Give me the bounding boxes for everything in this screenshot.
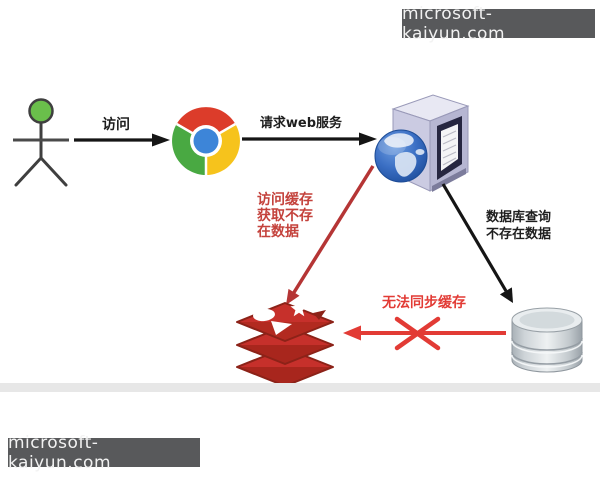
cache-note-label: 访问缓存 获取不存 在数据	[257, 192, 313, 240]
access-cache-arrow	[286, 165, 375, 305]
db-query-line2: 不存在数据	[486, 227, 552, 242]
request-web-arrow	[242, 132, 377, 146]
visit-arrow	[74, 133, 170, 147]
chrome-icon	[172, 107, 240, 175]
visit-label: 访问	[102, 117, 130, 133]
db-query-arrow	[441, 183, 513, 303]
image-bottom-band	[0, 383, 600, 392]
redis-icon	[236, 300, 334, 387]
stick-figure-icon	[13, 98, 69, 187]
redis-ellipse	[253, 308, 275, 322]
cache-note-line1: 访问缓存	[257, 192, 313, 208]
cache-note-line2: 获取不存	[257, 208, 313, 224]
db-query-label: 数据库查询 不存在数据	[486, 209, 551, 243]
redis-notch	[313, 310, 326, 320]
database-cylinder-icon	[511, 307, 583, 373]
cache-note-line3: 在数据	[257, 224, 299, 240]
globe-icon	[374, 129, 428, 183]
cannot-sync-label: 无法同步缓存	[382, 295, 466, 311]
redis-star	[290, 300, 308, 317]
sync-cache-arrow	[343, 325, 506, 341]
redis-triangle	[271, 321, 292, 335]
red-x-icon	[394, 316, 441, 351]
request-web-label: 请求web服务	[259, 116, 343, 131]
web-server-globe-icon	[374, 94, 470, 192]
db-query-line1: 数据库查询	[486, 210, 552, 225]
watermark-bottom: microsoft-kaiyun.com	[8, 433, 200, 473]
watermark-top: microsoft-kaiyun.com	[402, 4, 595, 44]
